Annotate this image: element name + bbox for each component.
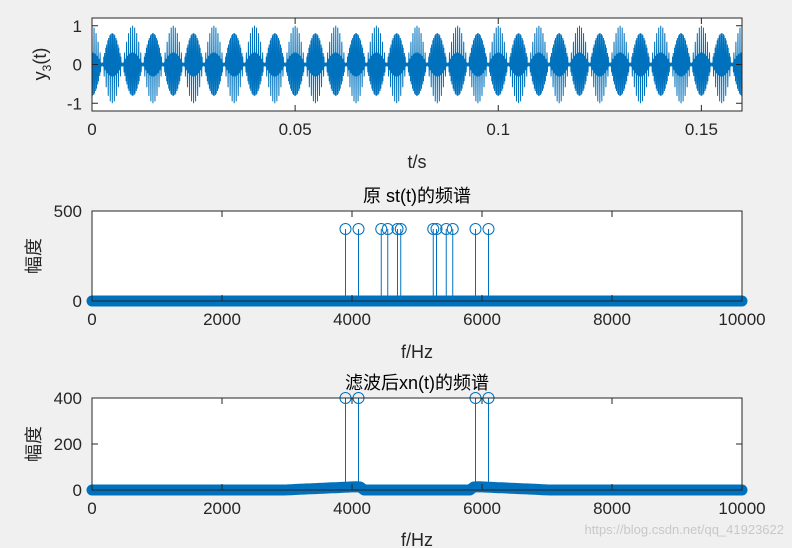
- x-axis-label-2: f/Hz: [401, 342, 433, 362]
- y-tick-label: -1: [67, 94, 82, 113]
- signal-line: [91, 25, 743, 104]
- x-tick-label: 0: [87, 310, 96, 329]
- x-tick-label: 0.15: [685, 120, 718, 139]
- x-tick-label: 4000: [333, 310, 371, 329]
- stem-marker: [440, 223, 453, 235]
- signal-series: [91, 25, 743, 104]
- y-axis-label-1-tail: (t): [30, 48, 50, 65]
- x-tick-label: 4000: [333, 499, 371, 518]
- stem-marker: [469, 223, 482, 235]
- stem-marker: [352, 223, 365, 235]
- x-tick-label: 6000: [463, 310, 501, 329]
- stem-marker: [375, 223, 388, 235]
- stem-marker: [427, 223, 440, 235]
- y-tick-label: 500: [54, 202, 82, 221]
- subplot-filtered-spectrum: 0 2000 4000 6000 8000 10000 0 200 400 滤波后xn(t)的频…: [24, 373, 766, 548]
- axes-box-2: [91, 210, 743, 302]
- y-tick-label: 400: [54, 389, 82, 408]
- x-tick-label: 0: [87, 499, 96, 518]
- y-tick-label: 1: [73, 17, 82, 36]
- watermark: https://blog.csdn.net/qq_41923622: [585, 522, 785, 537]
- y-tick-label: 0: [73, 56, 82, 75]
- x-axis-label-3: f/Hz: [401, 530, 433, 548]
- y-tick-label: 200: [54, 435, 82, 454]
- ticks-2: 0 2000 4000 6000 8000 10000 0 500: [54, 202, 766, 329]
- stem-marker: [391, 223, 404, 235]
- y-axis-label-1-subscript: 3: [40, 64, 54, 71]
- y-tick-label: 0: [73, 481, 82, 500]
- title-3: 滤波后xn(t)的频谱: [345, 373, 489, 393]
- subplot-original-spectrum: 0 2000 4000 6000 8000 10000 0 500 原 st(t)的频谱 f/…: [24, 186, 766, 362]
- y-axis-label-3: 幅度: [24, 426, 44, 462]
- x-tick-label: 8000: [593, 310, 631, 329]
- stem-marker: [482, 223, 495, 235]
- stem-marker: [339, 223, 352, 235]
- stem-marker: [381, 223, 394, 235]
- ticks-3: 0 2000 4000 6000 8000 10000 0 200 400: [54, 389, 766, 518]
- plot-area-2: [92, 211, 742, 301]
- stem-marker: [430, 223, 443, 235]
- title-2: 原 st(t)的频谱: [363, 186, 471, 206]
- ticks-1: 0 0.05 0.1 0.15 -1 0 1: [67, 17, 742, 139]
- x-tick-label: 10000: [718, 499, 765, 518]
- x-tick-label: 2000: [203, 310, 241, 329]
- stem-marker: [446, 223, 459, 235]
- x-tick-label: 10000: [718, 310, 765, 329]
- x-tick-label: 0.1: [486, 120, 510, 139]
- x-axis-label-1: t/s: [407, 152, 426, 172]
- x-tick-label: 8000: [593, 499, 631, 518]
- stem-marker: [394, 223, 407, 235]
- x-tick-label: 2000: [203, 499, 241, 518]
- subplot-time-signal: 0 0.05 0.1 0.15 -1 0 1 t/s y3(t): [30, 17, 743, 172]
- x-tick-label: 0.05: [279, 120, 312, 139]
- y-axis-label-1: y3(t): [30, 48, 54, 81]
- plot-area-3: [92, 398, 742, 490]
- y-axis-label-2: 幅度: [24, 238, 44, 274]
- x-tick-label: 6000: [463, 499, 501, 518]
- x-tick-label: 0: [87, 120, 96, 139]
- y-tick-label: 0: [73, 292, 82, 311]
